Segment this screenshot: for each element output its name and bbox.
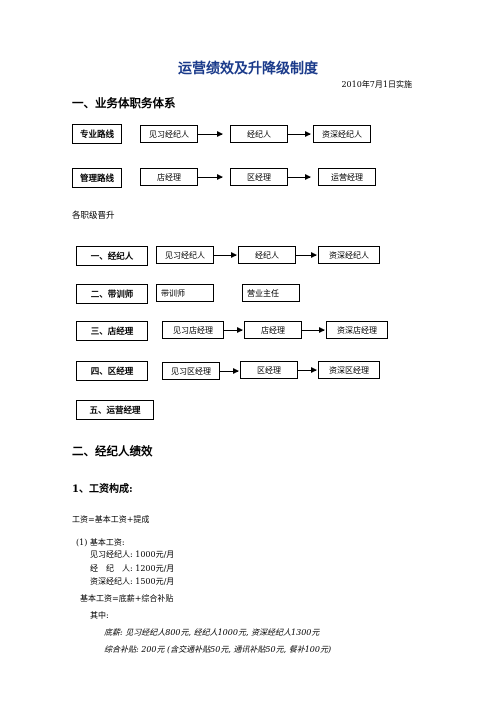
base-pay-line: 底薪: 见习经纪人800元, 经纪人1000元, 资深经纪人1300元 xyxy=(104,628,320,637)
allowance-line: 综合补贴: 200元 (含交通补贴50元, 通讯补贴50元, 餐补100元) xyxy=(104,645,332,654)
section1-heading: 一、业务体职务体系 xyxy=(72,96,176,110)
track-mgmt-step: 运营经理 xyxy=(318,168,376,186)
track-pro-step: 见习经纪人 xyxy=(140,125,198,143)
basic-wage-title: (1) 基本工资: xyxy=(76,538,125,547)
arrow-icon xyxy=(224,327,243,333)
level-step: 见习店经理 xyxy=(162,321,224,339)
level-label: 一、经纪人 xyxy=(76,246,148,266)
arrow-icon xyxy=(288,131,311,137)
track-mgmt-step: 区经理 xyxy=(230,168,288,186)
basic-wage-formula: 基本工资=底薪+综合补贴 xyxy=(80,594,174,603)
section2-heading: 二、经纪人绩效 xyxy=(72,444,153,458)
arrow-icon xyxy=(298,367,317,373)
level-step: 见习区经理 xyxy=(162,362,220,380)
level-step: 资深经纪人 xyxy=(318,246,380,264)
level-label: 三、店经理 xyxy=(76,321,148,341)
wage-formula: 工资=基本工资+提成 xyxy=(72,515,150,524)
level-step: 见习经纪人 xyxy=(156,246,214,264)
track-mgmt-step: 店经理 xyxy=(140,168,198,186)
page-title: 运营绩效及升降级制度 xyxy=(178,61,318,77)
among-label: 其中: xyxy=(90,611,109,620)
track-pro-step: 资深经纪人 xyxy=(313,125,371,143)
level-label: 四、区经理 xyxy=(76,361,148,381)
track-pro-step: 经纪人 xyxy=(230,125,288,143)
arrow-icon xyxy=(220,368,239,374)
arrow-icon xyxy=(288,174,311,180)
level-step: 资深区经理 xyxy=(318,361,380,379)
level-step: 经纪人 xyxy=(238,246,296,264)
level-step: 营业主任 xyxy=(242,284,300,302)
level-label: 五、运营经理 xyxy=(76,400,154,420)
effective-date: 2010年7月1日实施 xyxy=(341,80,412,89)
level-step: 资深店经理 xyxy=(326,321,388,339)
arrow-icon xyxy=(214,252,237,258)
level-step: 区经理 xyxy=(240,361,298,379)
basic-wage-item: 经 纪 人: 1200元/月 xyxy=(90,564,175,573)
basic-wage-item: 资深经纪人: 1500元/月 xyxy=(90,577,175,586)
track-mgmt-label: 管理路线 xyxy=(72,168,122,188)
arrow-icon xyxy=(198,131,223,137)
arrow-icon xyxy=(296,252,317,258)
level-step: 带训师 xyxy=(156,284,214,302)
arrow-icon xyxy=(198,174,223,180)
sub-heading: 1、工资构成: xyxy=(72,484,133,495)
track-pro-label: 专业路线 xyxy=(72,124,122,144)
basic-wage-item: 见习经纪人: 1000元/月 xyxy=(90,550,175,559)
level-label: 二、带训师 xyxy=(76,284,148,304)
level-step: 店经理 xyxy=(244,321,302,339)
promotion-label: 各职级晋升 xyxy=(72,211,115,221)
arrow-icon xyxy=(302,327,325,333)
